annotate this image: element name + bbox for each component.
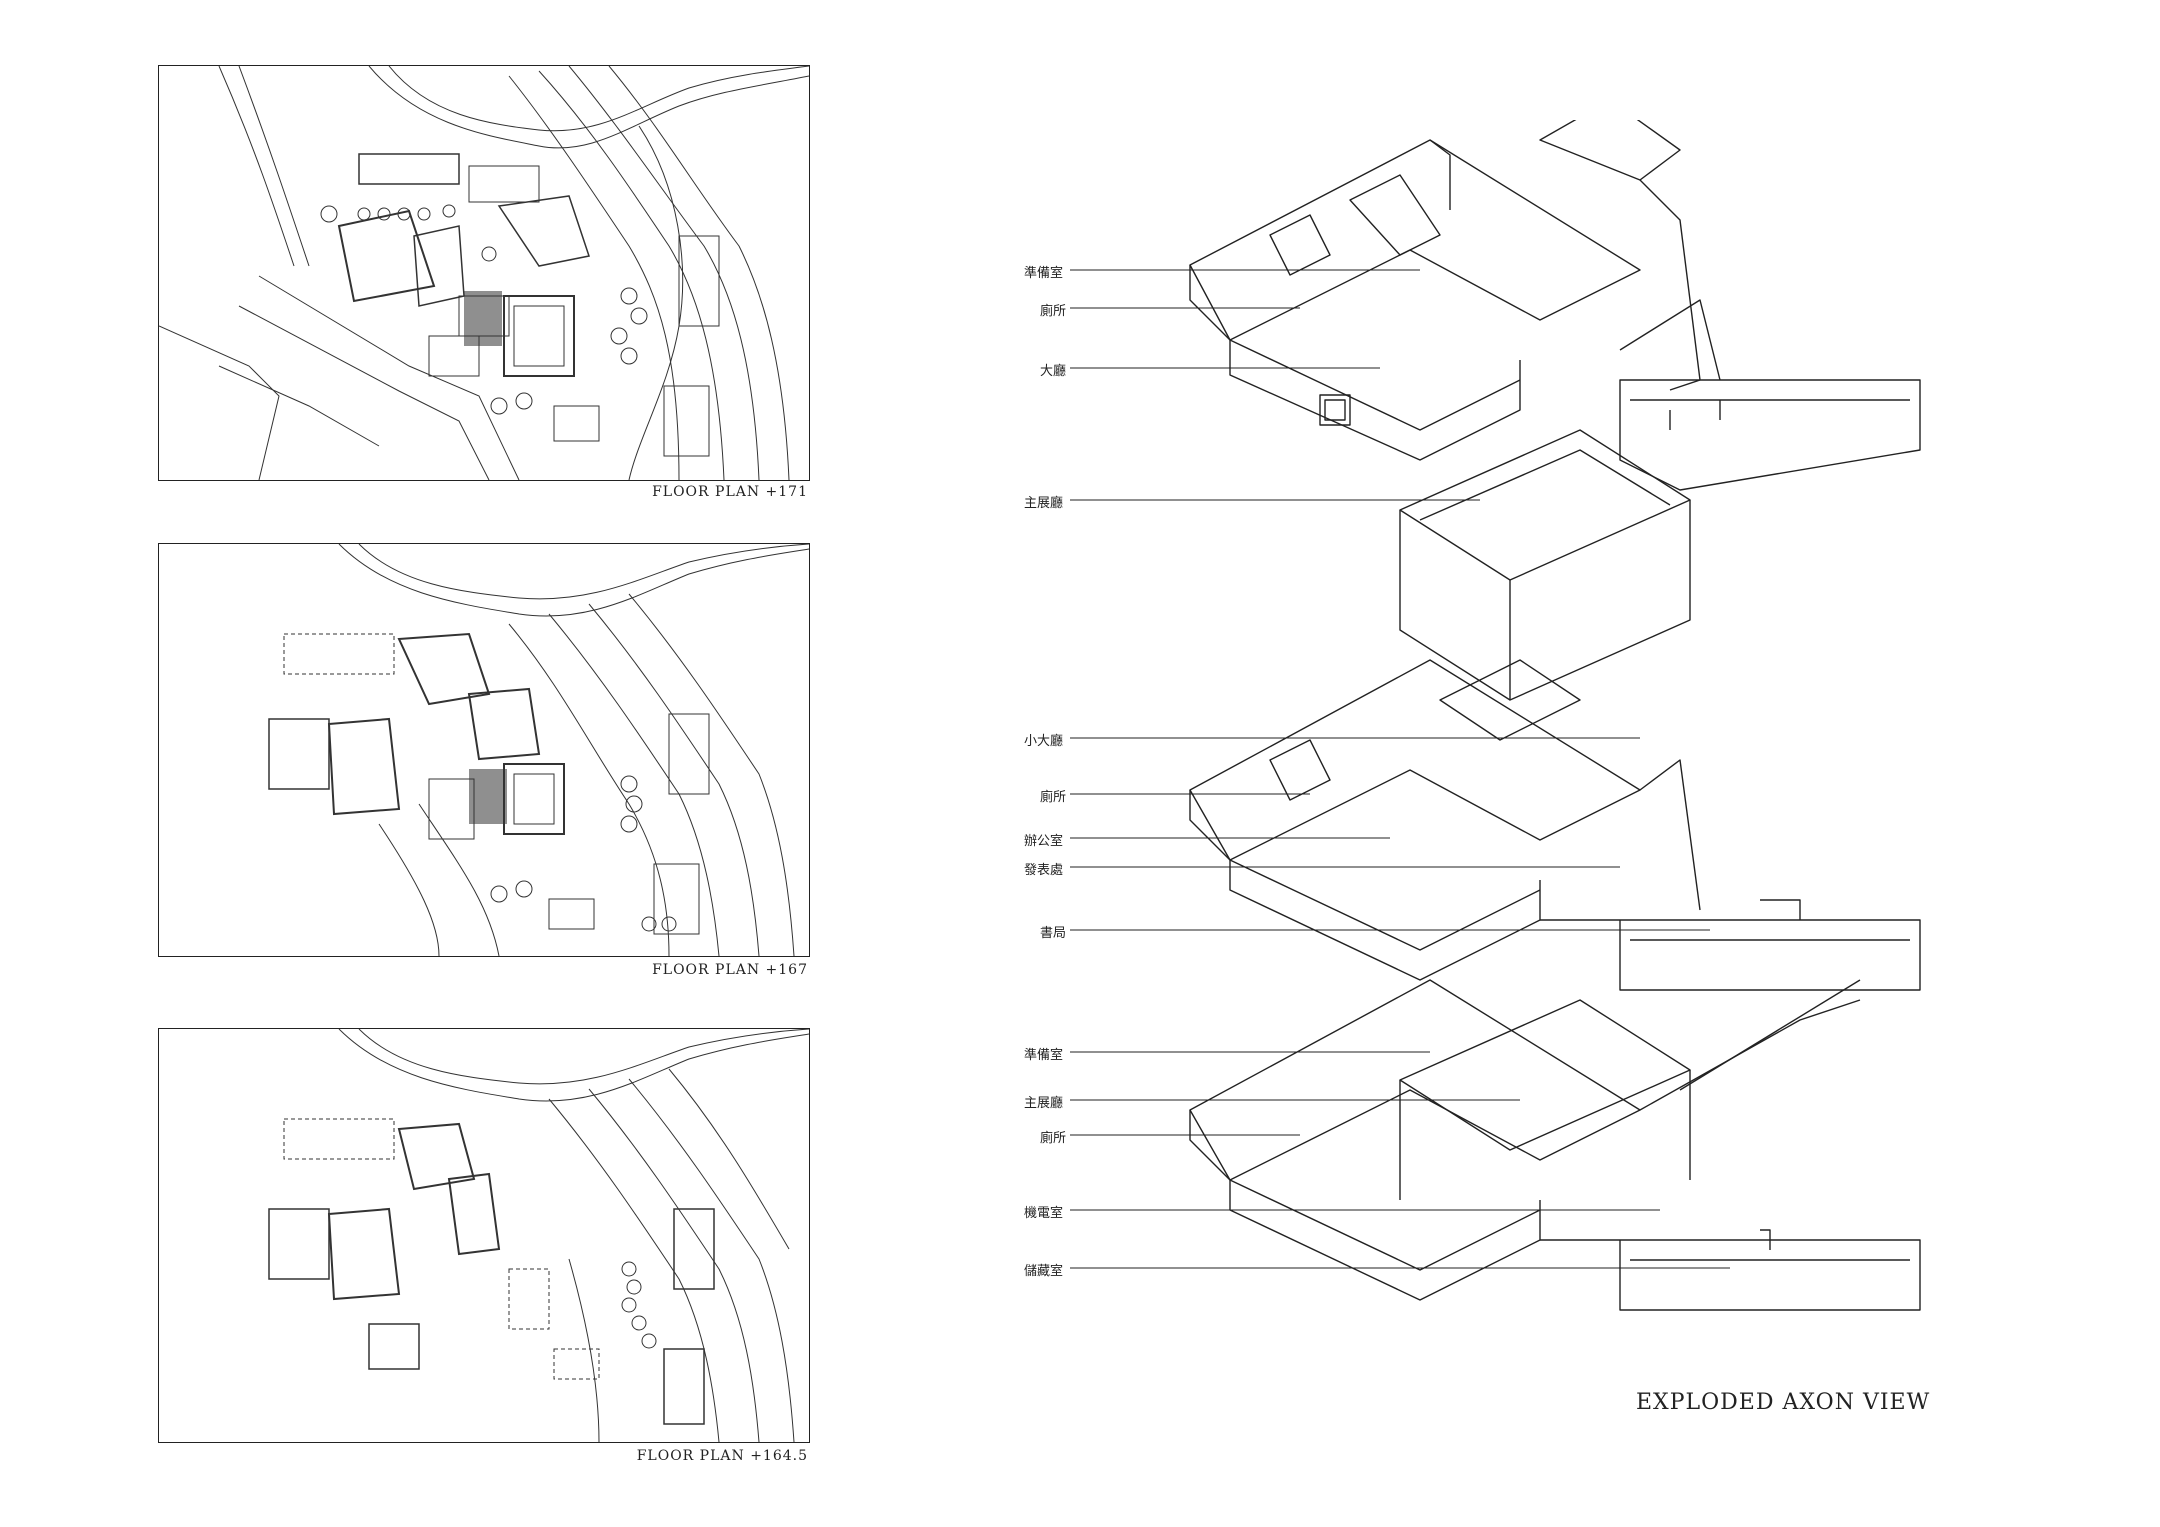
exploded-axon-drawing (980, 120, 1980, 1360)
label-office-l2: 辦公室 (1024, 834, 1064, 849)
floor-plan-171-caption: FLOOR PLAN +171 (652, 484, 808, 500)
label-restroom-l3: 廁所 (1040, 1131, 1067, 1146)
floor-plan-167 (158, 543, 810, 957)
label-small-lobby-l2: 小大廳 (1024, 734, 1064, 749)
axon-main-hall (1400, 430, 1690, 700)
floor-plan-164-5-caption: FLOOR PLAN +164.5 (636, 1448, 808, 1464)
label-lobby-l1: 大廳 (1040, 364, 1067, 379)
site-plan-drawing (159, 1029, 809, 1442)
label-prep-room-l1: 準備室 (1024, 266, 1064, 281)
floor-plan-171 (158, 65, 810, 481)
axon-level-3 (1190, 980, 1920, 1310)
label-storage-l3: 儲藏室 (1024, 1264, 1064, 1279)
label-presentation-l2: 發表處 (1024, 863, 1064, 878)
label-restroom-l1: 廁所 (1040, 304, 1067, 319)
axon-level-2 (1190, 660, 1920, 990)
site-plan-drawing (159, 544, 809, 956)
label-main-hall-l1: 主展廳 (1024, 496, 1064, 511)
label-prep-room-l3: 準備室 (1024, 1048, 1064, 1063)
label-bookstore-l2: 書局 (1040, 926, 1067, 941)
axon-title: EXPLODED AXON VIEW (1636, 1390, 1931, 1415)
floor-plan-164-5 (158, 1028, 810, 1443)
axon-level-1 (1190, 120, 1920, 490)
label-restroom-l2: 廁所 (1040, 790, 1067, 805)
label-main-hall-l3: 主展廳 (1024, 1096, 1064, 1111)
site-plan-drawing (159, 66, 809, 480)
floor-plan-167-caption: FLOOR PLAN +167 (652, 962, 808, 978)
label-mechanical-l3: 機電室 (1024, 1206, 1064, 1221)
